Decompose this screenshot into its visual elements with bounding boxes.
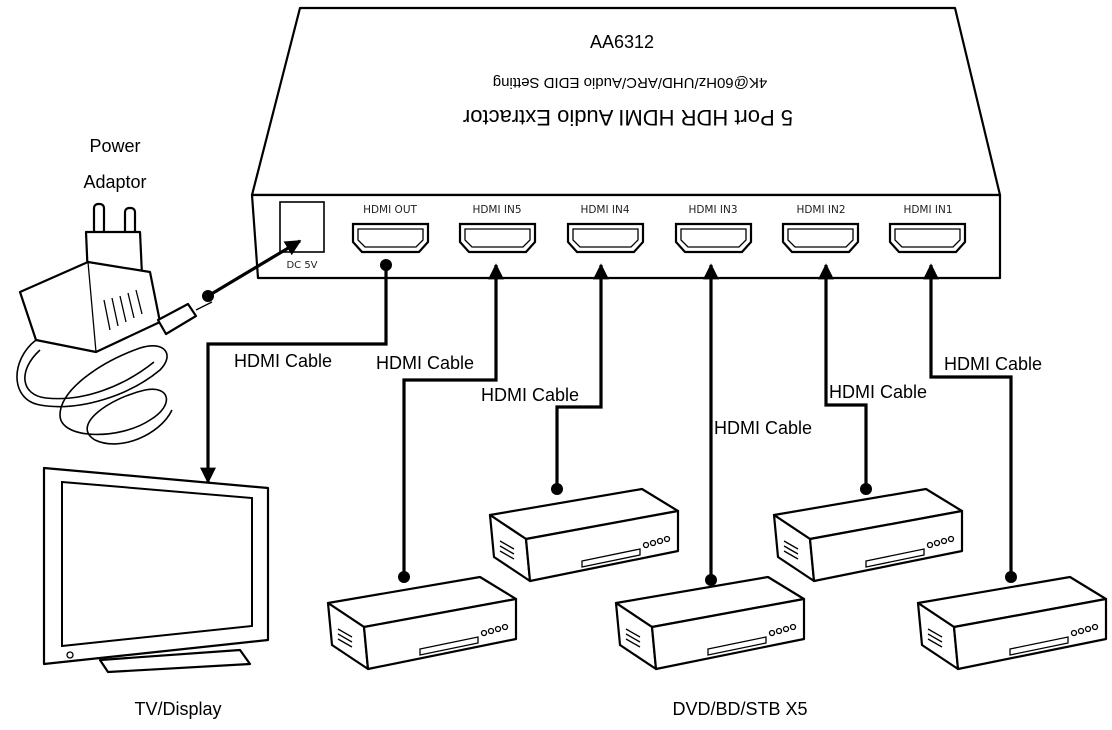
cable-label-in3: HDMI Cable [714,418,812,438]
hdmi-in5-dot [398,571,410,583]
model-label: AA6312 [590,32,654,52]
cable-label-in5: HDMI Cable [376,353,474,373]
product-name-text: 5 Port HDR HDMI Audio Extractor [463,105,793,130]
cable-label-in2: HDMI Cable [829,382,927,402]
dc-power-jack: DC 5V [279,201,325,271]
hdmi-in4-dot [551,483,563,495]
port-label-hdmi-in1: HDMI IN1 [903,204,952,216]
player-box-2 [488,487,680,583]
player-box-3 [614,575,806,671]
hdmi-in4-port: HDMI IN4 [566,204,645,254]
cable-label-out: HDMI Cable [234,351,332,371]
hdmi-in2-dot [860,483,872,495]
feature-line-text: 4K@60Hz/UHD/ARC/Audio EDID Setting [493,74,768,91]
power-label-line1: Power [89,136,140,156]
hdmi-in2-port: HDMI IN2 [781,204,860,254]
port-label-hdmi-in4: HDMI IN4 [580,204,629,216]
cable-label-in1: HDMI Cable [944,354,1042,374]
hdmi-in3-dot [705,574,717,586]
power-connection-dot [202,290,214,302]
player-box-1 [326,575,518,671]
dc-label: DC 5V [286,260,317,271]
players-label: DVD/BD/STB X5 [672,699,807,719]
hdmi-in2-cable-line [818,263,868,489]
port-label-hdmi-in3: HDMI IN3 [688,204,737,216]
hdmi-in3-port: HDMI IN3 [674,204,753,254]
tv-label: TV/Display [134,699,221,719]
hdmi-out-dot [380,259,392,271]
hdmi-in4-cable-line [555,263,609,489]
player-box-5 [916,575,1108,671]
hdmi-in1-dot [1005,571,1017,583]
power-adaptor: Power Adaptor [16,136,213,445]
power-label-line2: Adaptor [83,172,146,192]
hdmi-out-port: HDMI OUT [351,204,430,254]
hdmi-out-cable-line [200,265,388,484]
tv-display: TV/Display [42,466,270,719]
hdmi-in1-port: HDMI IN1 [888,204,967,254]
port-label-hdmi-in2: HDMI IN2 [796,204,845,216]
hdmi-in5-port: HDMI IN5 [458,204,537,254]
audio-extractor-device: AA6312 4K@60Hz/UHD/ARC/Audio EDID Settin… [250,6,1002,280]
connection-lines [200,239,1017,586]
player-box-4 [772,487,964,583]
hdmi-in5-cable-line [402,263,504,577]
hdmi-in1-cable-line [923,263,1013,577]
cable-label-in4: HDMI Cable [481,385,579,405]
port-label-hdmi-in5: HDMI IN5 [472,204,521,216]
port-label-hdmi-out: HDMI OUT [363,204,417,216]
power-connection-line [207,239,302,298]
